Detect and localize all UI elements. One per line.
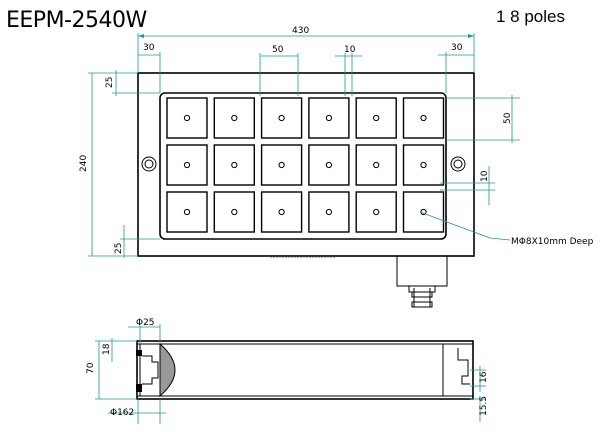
keypad-hole xyxy=(278,114,285,122)
dimension-key-pitch: 50 xyxy=(259,45,299,96)
mount-bolt-right xyxy=(450,156,466,172)
keypad-hole xyxy=(373,208,380,216)
dim-key-gap-label: 10 xyxy=(344,45,356,55)
keypad-hole xyxy=(231,161,238,169)
keypad-hole xyxy=(231,208,238,216)
housing-outline xyxy=(137,72,475,257)
dim-left-margin-label: 30 xyxy=(143,43,155,53)
keypad-hole xyxy=(325,208,332,216)
dim-overall-height-label: 240 xyxy=(79,155,89,172)
keypad-hole xyxy=(373,161,380,169)
keypad-hole xyxy=(183,161,191,169)
dim-overall-width-label: 430 xyxy=(292,26,309,36)
keypad-hole xyxy=(373,114,380,122)
dim-right-margin-label: 30 xyxy=(451,43,463,53)
dim-side-bottom-dia-label: Φ162 xyxy=(110,408,134,418)
dim-key-pitch-label: 50 xyxy=(272,45,284,55)
dim-top-margin-label: 25 xyxy=(105,77,115,88)
hole-callout: MΦ8X10mm Deep xyxy=(419,211,594,247)
dimension-side-top-dia: Φ25 xyxy=(128,318,161,344)
dimension-side-top: 18 xyxy=(102,338,113,362)
model-title: EEPM-2540W xyxy=(6,8,147,33)
dimension-side-bottom-dia: Φ162 xyxy=(108,399,166,424)
cable-connector xyxy=(396,255,448,308)
side-housing xyxy=(136,340,474,400)
keypad-hole xyxy=(231,114,238,122)
dim-row-pitch-label: 50 xyxy=(503,112,513,124)
dimension-key-gap: 10 xyxy=(335,45,362,96)
keypad-hole xyxy=(325,161,332,169)
keypad-grid xyxy=(166,97,445,233)
dimension-left-margin: 30 xyxy=(138,43,161,93)
dimension-overall-height: 240 xyxy=(79,72,138,257)
hole-callout-label: MΦ8X10mm Deep xyxy=(511,237,594,247)
dim-side-top-dia-label: Φ25 xyxy=(136,318,155,328)
dim-bottom-margin-label: 25 xyxy=(114,243,124,254)
side-view xyxy=(136,340,474,400)
dim-row-gap-label: 10 xyxy=(480,170,490,182)
dimension-bottom-margin: 25 xyxy=(114,225,160,258)
keypad-hole xyxy=(420,161,427,169)
dimension-side-right-b: 15.5 xyxy=(470,396,489,422)
dimension-side-right-a: 16 xyxy=(470,366,489,392)
dimension-row-pitch: 50 xyxy=(446,95,520,143)
dimension-right-margin: 30 xyxy=(438,43,474,93)
keypad-hole xyxy=(183,114,191,122)
keypad-frame xyxy=(159,92,447,240)
poles-label: 1 8 poles xyxy=(496,7,565,26)
rubber-boot xyxy=(159,342,176,398)
dimension-row-gap: 10 xyxy=(440,166,495,205)
dimension-side-height: 70 xyxy=(86,340,137,400)
mount-bolt-left xyxy=(141,156,157,172)
keypad-hole xyxy=(278,208,285,216)
dim-side-right-b-label: 15.5 xyxy=(479,396,489,416)
keypad-hole xyxy=(278,161,285,169)
keypad-hole xyxy=(183,208,191,216)
dim-side-right-a-label: 16 xyxy=(479,371,489,383)
keypad-hole xyxy=(420,114,427,122)
dimension-top-margin: 25 xyxy=(105,70,160,96)
dim-side-top-label: 18 xyxy=(102,343,112,355)
dimension-overall-width: 430 xyxy=(137,26,475,73)
dim-side-height-label: 70 xyxy=(86,362,96,374)
keypad-hole xyxy=(325,114,332,122)
